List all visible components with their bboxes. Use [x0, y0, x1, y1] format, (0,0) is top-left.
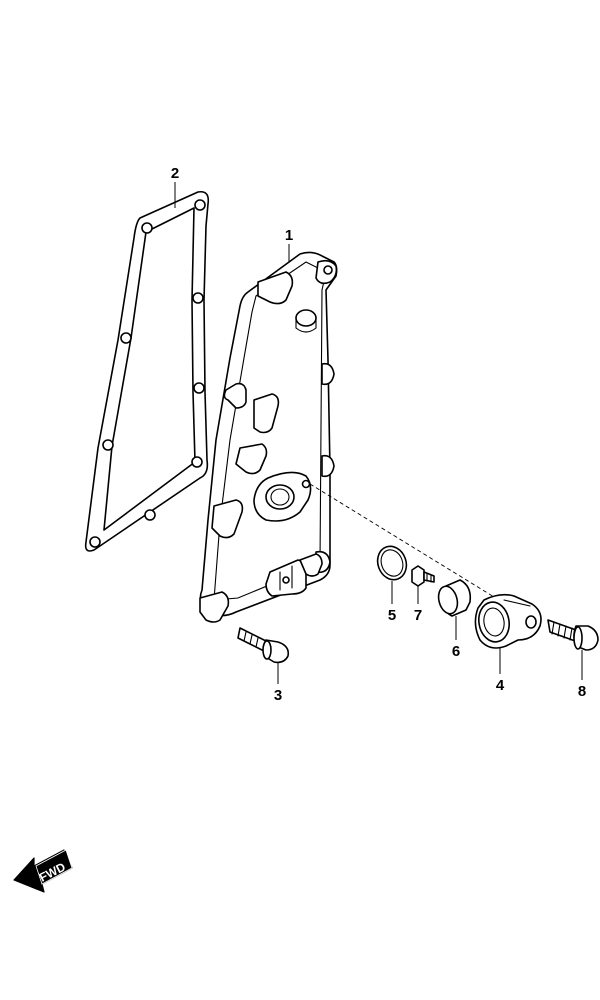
outlet-part-4[interactable] [474, 593, 542, 649]
bolt-part-7[interactable] [411, 565, 435, 587]
callout-1[interactable]: 1 [285, 227, 293, 244]
bolt-part-8[interactable] [547, 619, 599, 651]
o-ring-part-5[interactable] [373, 542, 411, 584]
callout-3[interactable]: 3 [274, 687, 282, 704]
callout-6[interactable]: 6 [452, 643, 460, 660]
alignment-line [309, 483, 513, 609]
callout-leaders [174, 182, 583, 684]
bolt-part-3[interactable] [237, 627, 290, 664]
callout-2[interactable]: 2 [171, 165, 179, 182]
fwd-direction-indicator: FWD [13, 849, 73, 893]
callout-8[interactable]: 8 [578, 683, 586, 700]
cover-part-1[interactable] [199, 251, 338, 623]
gasket-part-2[interactable] [84, 190, 210, 552]
spacer-part-6[interactable] [436, 579, 472, 617]
callout-4[interactable]: 4 [496, 677, 505, 694]
callout-5[interactable]: 5 [388, 607, 396, 624]
callout-7[interactable]: 7 [414, 607, 422, 624]
